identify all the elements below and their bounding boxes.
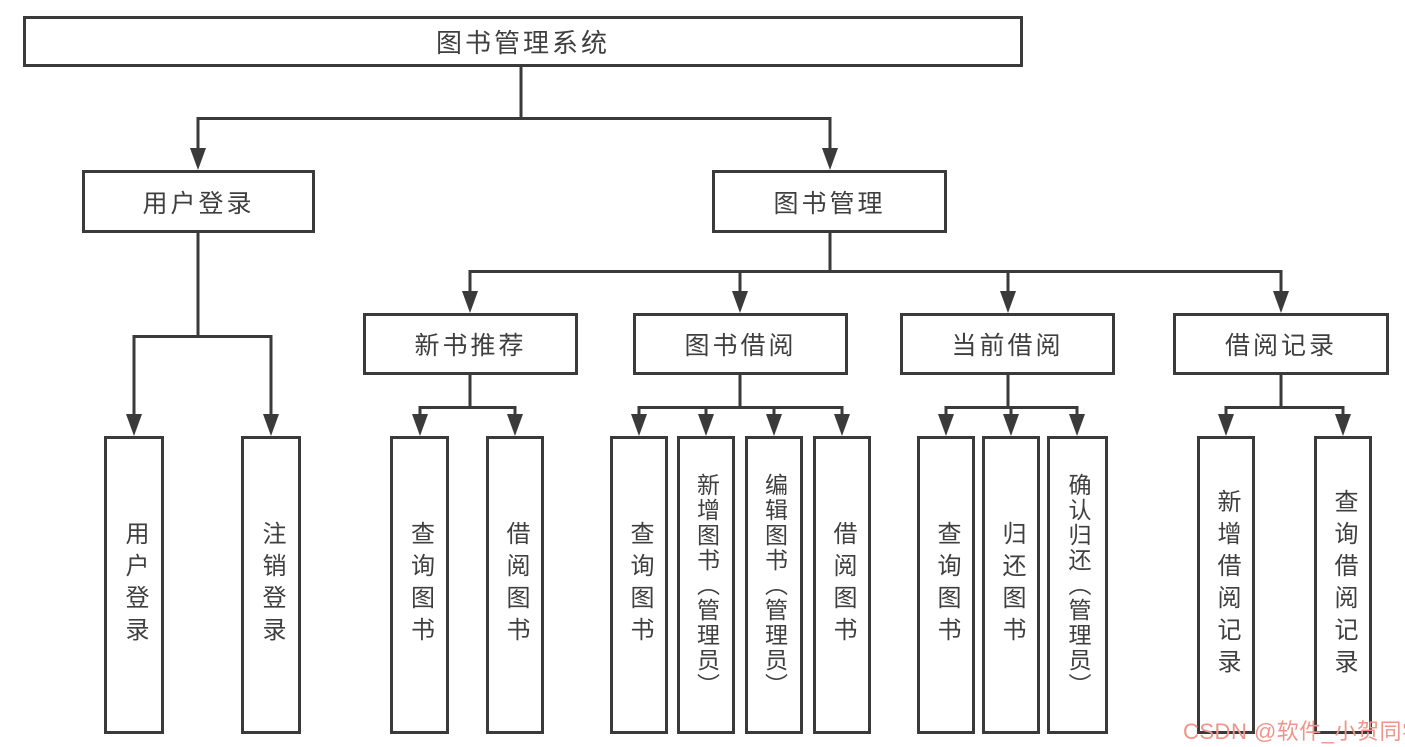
- node-book-management: 图书管理: [712, 170, 947, 233]
- node-new-book-recommend-label: 新书推荐: [414, 332, 527, 360]
- node-book-borrow-label: 图书借阅: [684, 332, 797, 360]
- node-borrow-records: 借阅记录: [1173, 313, 1389, 375]
- leaf-borrow-borrow-book: 借阅图书: [813, 436, 871, 734]
- node-new-book-recommend: 新书推荐: [363, 313, 578, 375]
- leaf-current-return-book-label: 归还图书: [998, 521, 1025, 649]
- node-current-borrow: 当前借阅: [900, 313, 1115, 375]
- leaf-current-query-book: 查询图书: [917, 436, 975, 734]
- leaf-records-add-record-label: 新增借阅记录: [1213, 489, 1240, 681]
- node-user-login-label: 用户登录: [142, 189, 255, 218]
- leaf-newbook-borrow-book: 借阅图书: [486, 436, 544, 734]
- leaf-newbook-borrow-book-label: 借阅图书: [502, 521, 529, 649]
- node-current-borrow-label: 当前借阅: [951, 332, 1064, 360]
- leaf-user-login-label: 用户登录: [121, 521, 148, 649]
- leaf-current-return-book: 归还图书: [982, 436, 1040, 734]
- leaf-current-confirm-return-admin: 确认归还（管理员）: [1047, 436, 1108, 734]
- leaf-borrow-add-book-admin: 新增图书（管理员）: [677, 436, 735, 734]
- leaf-records-add-record: 新增借阅记录: [1197, 436, 1255, 734]
- leaf-logout: 注销登录: [241, 436, 301, 734]
- node-root-label: 图书管理系统: [435, 28, 610, 58]
- node-book-management-label: 图书管理: [773, 189, 886, 218]
- leaf-records-query-record-label: 查询借阅记录: [1330, 489, 1357, 681]
- node-book-borrow: 图书借阅: [633, 313, 848, 375]
- leaf-borrow-query-book-label: 查询图书: [626, 521, 653, 649]
- leaf-current-confirm-return-admin-label: 确认归还（管理员）: [1065, 472, 1091, 698]
- leaf-borrow-edit-book-admin: 编辑图书（管理员）: [745, 436, 803, 734]
- leaf-user-login: 用户登录: [104, 436, 164, 734]
- leaf-current-query-book-label: 查询图书: [933, 521, 960, 649]
- node-root: 图书管理系统: [23, 16, 1023, 67]
- csdn-watermark: CSDN @软件_小贺同学: [1183, 719, 1405, 744]
- leaf-newbook-query-book: 查询图书: [390, 436, 449, 734]
- leaf-records-query-record: 查询借阅记录: [1314, 436, 1372, 734]
- node-user-login: 用户登录: [82, 170, 315, 233]
- leaf-borrow-borrow-book-label: 借阅图书: [829, 521, 856, 649]
- leaf-borrow-query-book: 查询图书: [610, 436, 668, 734]
- leaf-logout-label: 注销登录: [258, 521, 285, 649]
- node-borrow-records-label: 借阅记录: [1224, 332, 1337, 360]
- leaf-borrow-edit-book-admin-label: 编辑图书（管理员）: [761, 472, 788, 698]
- leaf-newbook-query-book-label: 查询图书: [406, 521, 434, 649]
- leaf-borrow-add-book-admin-label: 新增图书（管理员）: [693, 472, 720, 698]
